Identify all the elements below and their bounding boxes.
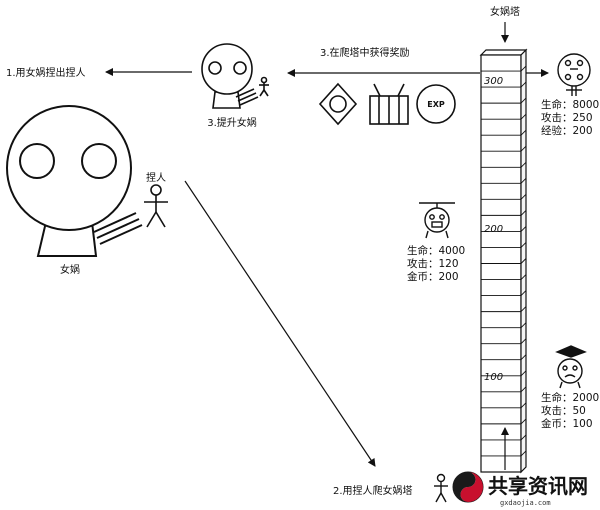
small-nuwa-figure xyxy=(201,43,269,109)
small-nuwa-head xyxy=(201,43,253,95)
tower-floor-edge xyxy=(520,258,527,264)
watermark-name: 共享资讯网 xyxy=(488,474,588,498)
gem-icon xyxy=(318,82,358,126)
tower-floor-edge xyxy=(520,306,527,312)
watermark: 共享资讯网 gxdaojia.com xyxy=(452,471,588,507)
floor-200-label: 200 xyxy=(484,224,503,235)
niren-label: 捏人 xyxy=(146,171,166,184)
tower-floor-edge xyxy=(520,386,527,393)
exp-badge-icon: EXP xyxy=(416,84,456,124)
nuwa-figure xyxy=(6,105,143,257)
step3b-label: 3.提升女娲 xyxy=(207,116,257,129)
tower-floor-edge xyxy=(520,161,527,168)
nuwa-beam-1 xyxy=(93,212,137,233)
nuwa-right-eye xyxy=(81,143,117,179)
nuwa-beam-2 xyxy=(96,218,140,239)
tower-floor-edge xyxy=(520,402,527,409)
tower-title: 女娲塔 xyxy=(490,5,520,18)
monster-top-stat-1: 生命：8000 xyxy=(541,98,599,111)
tower-floor-edge xyxy=(520,322,527,328)
tower-floor-edge xyxy=(520,290,527,296)
monster-boss-icon xyxy=(557,53,591,96)
tower-floor-edge xyxy=(520,145,527,152)
tower-floor-edge xyxy=(520,370,527,377)
monster-mid-stat-2: 攻击：120 xyxy=(407,257,459,270)
floor-100-label: 100 xyxy=(484,372,503,383)
tower-floor-edge xyxy=(520,450,527,457)
small-nuwa-right-eye xyxy=(233,61,247,75)
step3-label: 3.在爬塔中获得奖励 xyxy=(320,46,410,59)
monster-drone-icon xyxy=(419,202,455,239)
step1-label: 1.用女娲捏出捏人 xyxy=(6,66,86,79)
small-nuwa-left-eye xyxy=(208,61,222,75)
tower-floor-edge xyxy=(520,113,527,120)
climber-figure xyxy=(434,473,448,503)
tower-floor-edge xyxy=(520,129,527,136)
tower-floor-edge xyxy=(520,210,527,216)
monster-bottom-stat-2: 攻击：50 xyxy=(541,404,586,417)
tower-floor-edge xyxy=(520,434,527,441)
nuwa-left-eye xyxy=(19,143,55,179)
tower-floor-edge xyxy=(520,226,527,232)
monster-top-stat-2: 攻击：250 xyxy=(541,111,593,124)
nuwa-label: 女娲 xyxy=(60,263,80,276)
monster-top-stat-3: 经验：200 xyxy=(541,124,593,137)
watermark-url: gxdaojia.com xyxy=(500,499,551,507)
step2-arrow xyxy=(184,180,376,467)
floor-300-label: 300 xyxy=(484,76,503,87)
monster-scholar-icon xyxy=(555,345,587,389)
tower-floor-edge xyxy=(520,177,527,184)
tower-floor-edge xyxy=(520,274,527,280)
nuwa-head xyxy=(6,105,132,231)
tower-floor-edge xyxy=(520,242,527,248)
tower-floor-edge xyxy=(520,194,527,200)
tower-floor-edge xyxy=(520,354,527,361)
exp-label: EXP xyxy=(427,100,445,109)
niren-figure xyxy=(144,184,168,228)
tower-floor-edge xyxy=(520,97,527,104)
monster-mid-stat-1: 生命：4000 xyxy=(407,244,465,257)
monster-bottom-stat-1: 生命：2000 xyxy=(541,391,599,404)
treasure-chest-icon xyxy=(369,83,409,125)
tower-floor-edge xyxy=(520,81,527,88)
watermark-logo-icon xyxy=(452,471,484,503)
monster-mid-stat-3: 金币：200 xyxy=(407,270,459,283)
nuwa-beam-3 xyxy=(99,224,143,245)
tower-floor-edge xyxy=(520,338,527,345)
monster-bottom-stat-3: 金币：100 xyxy=(541,417,593,430)
tower xyxy=(479,48,528,474)
tower-floor-edge xyxy=(520,65,527,72)
tower-floor-edge xyxy=(520,418,527,425)
tower-top xyxy=(479,49,528,56)
step2-label: 2.用捏人爬女娲塔 xyxy=(333,484,413,497)
niren-head xyxy=(150,184,162,196)
